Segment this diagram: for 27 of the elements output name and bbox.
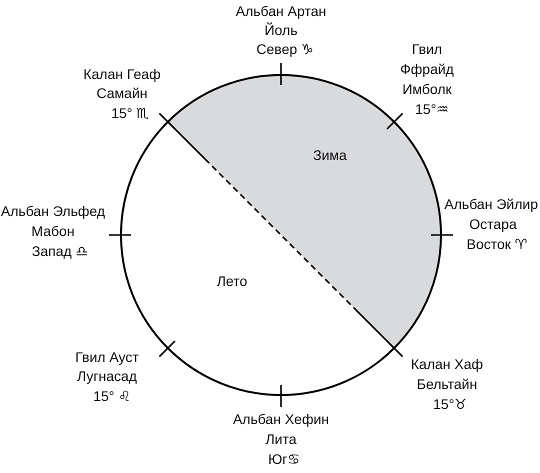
- festival-label: Бельтайн: [416, 375, 478, 393]
- festival-label: Альбан Артан: [236, 2, 326, 20]
- season-label: Лето: [216, 273, 248, 289]
- festival-label: Альбан Эльфед: [0, 202, 106, 220]
- festival-label: Йоль: [264, 21, 298, 39]
- season-label: Зима: [313, 147, 347, 163]
- festival-label: Остара: [469, 215, 517, 233]
- festival-label: Мабон: [31, 222, 75, 240]
- festival-label: Альбан Эйлир: [444, 195, 538, 213]
- festival-label: Восток ♈: [466, 235, 528, 253]
- festival-label: Гвил: [412, 40, 442, 58]
- festival-label: Гвил Ауст: [75, 348, 139, 366]
- festival-label: Ффрайд: [400, 60, 454, 78]
- festival-label: Калан Хаф: [410, 355, 484, 373]
- festival-label: Лита: [265, 430, 297, 448]
- festival-label: Запад ♎: [32, 242, 88, 260]
- festival-label: 15°♒: [415, 100, 449, 118]
- festival-label: Имболк: [402, 80, 452, 98]
- festival-label: Юг♋: [268, 450, 300, 468]
- festival-label: Лугнасад: [77, 367, 137, 385]
- festival-label: Север ♑: [256, 40, 314, 58]
- festival-label: 15° ♌: [93, 387, 131, 405]
- festival-label: 15°♉: [433, 395, 467, 413]
- festival-label: 15° ♏: [111, 104, 149, 122]
- festival-label: Альбан Хефин: [232, 410, 330, 428]
- festival-label: Калан Геаф: [83, 65, 161, 83]
- festival-label: Самайн: [96, 84, 148, 102]
